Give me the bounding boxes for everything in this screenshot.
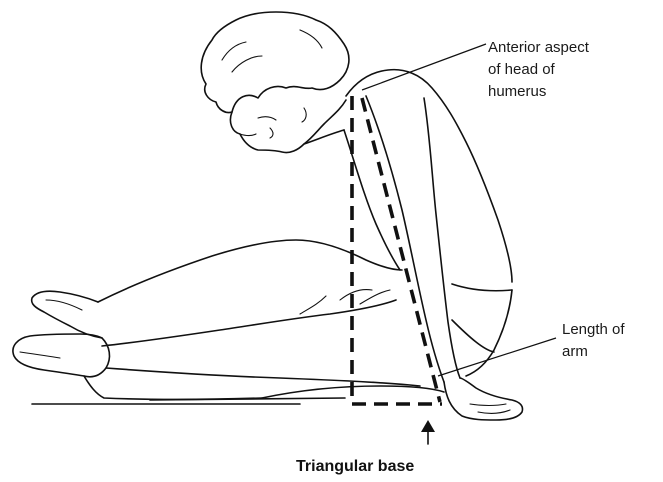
humerus-label-line-3: humerus <box>488 83 546 100</box>
base-arrow <box>421 420 435 444</box>
humerus-label-line-2: of head of <box>488 61 556 78</box>
arm-length-label-line-1: Length of <box>562 321 625 338</box>
triangular-base-label: Triangular base <box>296 458 414 475</box>
humerus-leader-line <box>362 44 486 90</box>
arm-length-label-line-2: arm <box>562 343 588 360</box>
humerus-label-line-1: Anterior aspect <box>488 39 590 56</box>
dashed-reference-lines <box>352 96 442 404</box>
seated-figure-illustration <box>13 12 523 420</box>
